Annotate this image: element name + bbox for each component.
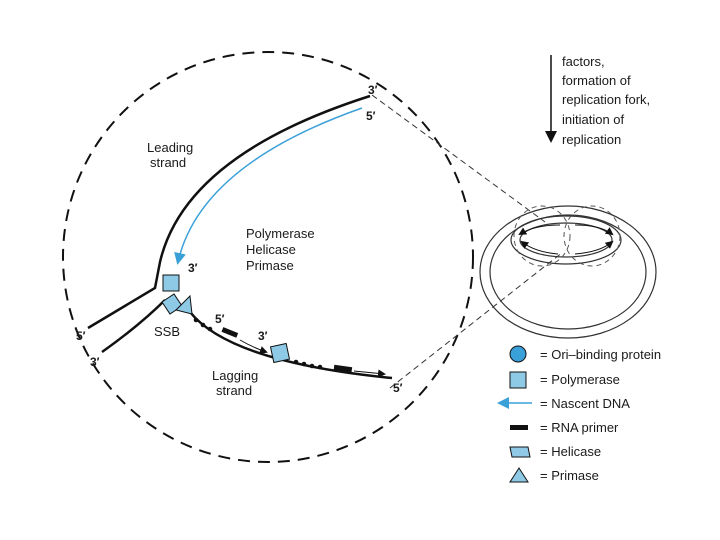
end-3-mid: 3′ (258, 329, 268, 343)
ori-binding-protein-icon (510, 346, 526, 362)
leading-strand-label-1: Leading (147, 140, 193, 155)
process-line-4: initiation of (562, 112, 625, 127)
end-3-polymerase: 3′ (188, 261, 198, 275)
helicase-icon (510, 447, 530, 457)
replication-bubble (480, 206, 656, 338)
legend: = Ori–binding protein = Polymerase = Nas… (500, 346, 661, 483)
leading-strand-label-2: strand (150, 155, 186, 170)
end-3-left: 3′ (90, 355, 100, 369)
enzymes-label-2: Helicase (246, 242, 296, 257)
process-line-1: factors, (562, 54, 605, 69)
rna-primer-mark (221, 327, 238, 338)
magnified-region-circle (63, 52, 473, 462)
legend-label-2: = Polymerase (540, 372, 620, 387)
legend-label-4: = RNA primer (540, 420, 619, 435)
end-3-top: 3′ (368, 83, 378, 97)
process-text: factors, formation of replication fork, … (562, 54, 650, 147)
lagging-strand-label-1: Lagging (212, 368, 258, 383)
end-5-primer: 5′ (215, 312, 225, 326)
leading-strand-outer (88, 96, 370, 328)
zoom-line-top (372, 95, 545, 222)
legend-label-5: = Helicase (540, 444, 601, 459)
enzymes-label-3: Primase (246, 258, 294, 273)
okazaki-fragment-1 (194, 318, 266, 352)
polymerase-leading-shape (163, 275, 179, 291)
polymerase-lagging-shape (271, 344, 290, 363)
process-line-2: formation of (562, 73, 631, 88)
end-5-bottom: 5′ (393, 381, 403, 395)
ssb-label: SSB (154, 324, 180, 339)
process-line-5: replication (562, 132, 621, 147)
legend-label-6: = Primase (540, 468, 599, 483)
primase-icon (510, 468, 528, 482)
legend-label-3: = Nascent DNA (540, 396, 630, 411)
lagging-strand-label-2: strand (216, 383, 252, 398)
zoom-line-bottom (390, 252, 563, 388)
end-5-top: 5′ (366, 109, 376, 123)
process-line-3: replication fork, (562, 92, 650, 107)
end-5-left: 5′ (76, 329, 86, 343)
polymerase-icon (510, 372, 526, 388)
rna-primer-icon (510, 425, 528, 430)
legend-label-1: = Ori–binding protein (540, 347, 661, 362)
enzymes-label-1: Polymerase (246, 226, 315, 241)
